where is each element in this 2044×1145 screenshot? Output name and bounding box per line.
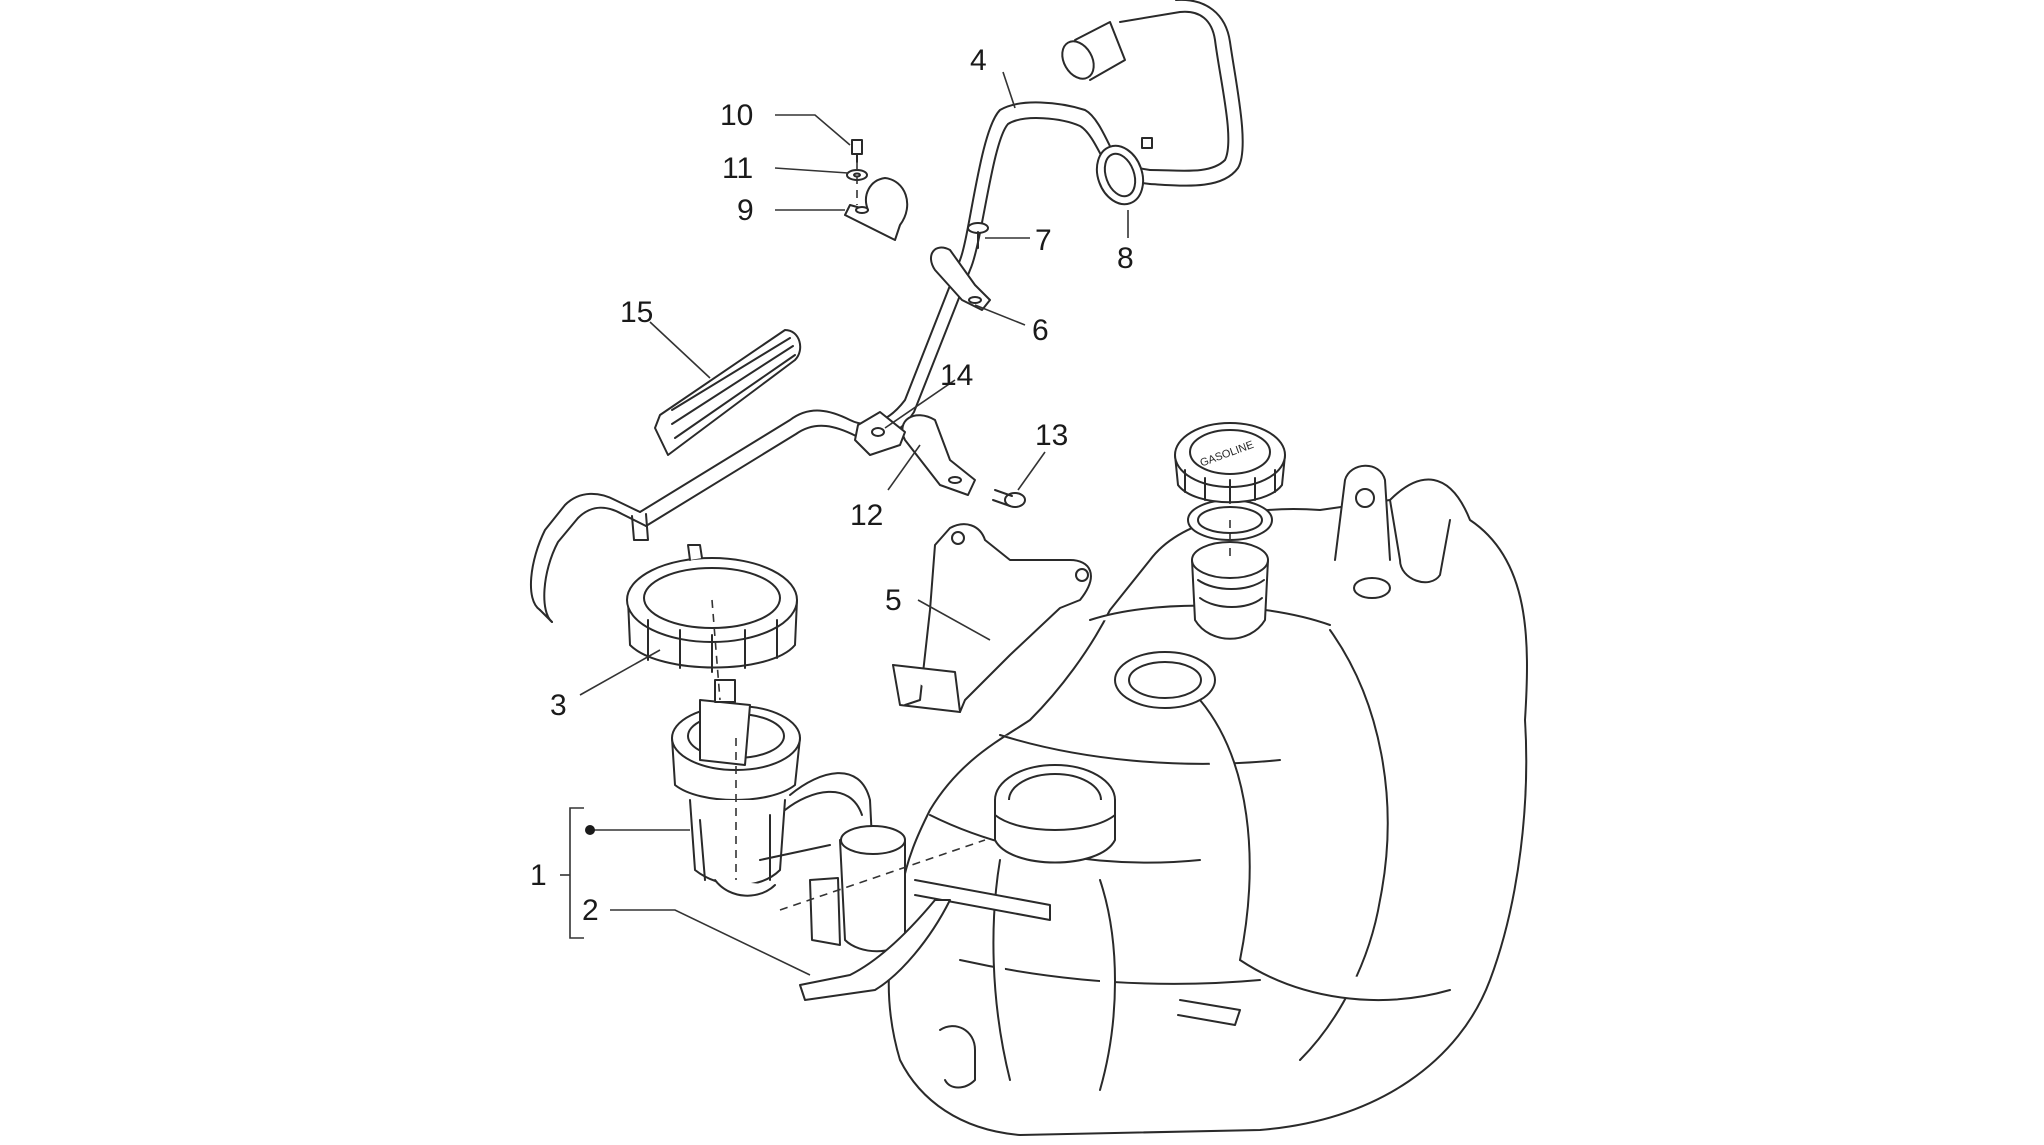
clip-nut-14	[854, 411, 906, 456]
leader-lines	[560, 71, 1129, 976]
filler-neck	[1191, 541, 1269, 640]
callout-7: 7	[1035, 224, 1052, 257]
screw-7	[967, 222, 989, 249]
hose-end-fitting	[631, 513, 649, 541]
pipe-clip-9	[844, 177, 909, 241]
screw-10	[851, 139, 863, 163]
callout-9: 9	[737, 194, 754, 227]
callout-5: 5	[885, 584, 902, 617]
assembly-guide-lines	[711, 162, 1231, 911]
fuel-tank	[887, 464, 1528, 1136]
fuel-pump-assembly	[671, 679, 906, 953]
tank-bracket	[892, 523, 1092, 713]
callout-8: 8	[1117, 242, 1134, 275]
fuel-filler-cap	[1174, 422, 1286, 504]
screw-13	[992, 489, 1026, 508]
callout-2: 2	[582, 894, 599, 927]
hose-ring-clamp	[1095, 137, 1153, 206]
callout-labels: 1 2 3 4 5 6 7 8 9 10 11 12 13 14 15	[530, 44, 1134, 927]
callout-4: 4	[970, 44, 987, 77]
pipe-clip-6	[930, 246, 991, 311]
callout-13: 13	[1035, 419, 1068, 452]
protective-sleeve	[654, 329, 802, 456]
callout-12: 12	[850, 499, 883, 532]
callout-10: 10	[720, 99, 753, 132]
callout-15: 15	[620, 296, 653, 329]
fuel-level-float	[799, 899, 951, 1001]
callout-6: 6	[1032, 314, 1049, 347]
pump-ring-nut	[626, 544, 798, 673]
callout-14: 14	[940, 359, 973, 392]
callout-3: 3	[550, 689, 567, 722]
callout-11: 11	[722, 152, 753, 185]
callout-1: 1	[530, 859, 547, 892]
fuel-hose	[529, 0, 1244, 623]
